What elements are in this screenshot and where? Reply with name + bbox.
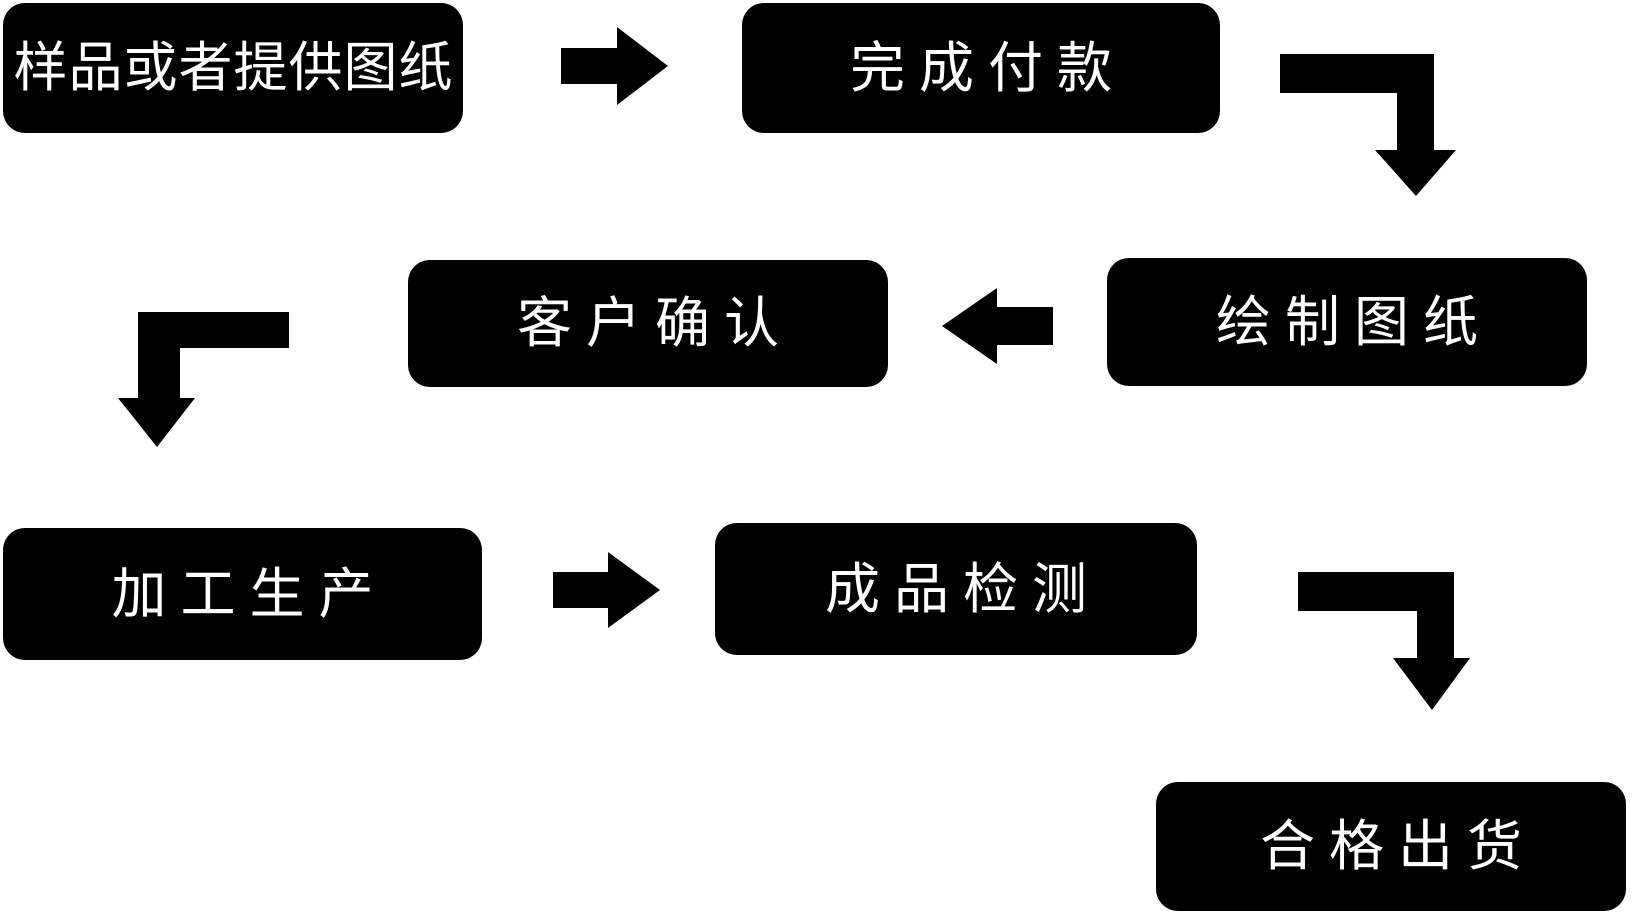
- flow-node-sample-or-provide-drawing: 样品或者提供图纸: [3, 3, 463, 133]
- flow-node-label: 样品或者提供图纸: [13, 38, 454, 98]
- flow-node-complete-payment: 完成付款: [742, 3, 1220, 133]
- flow-node-draw-drawings: 绘制图纸: [1107, 258, 1587, 386]
- flow-node-label: 合格出货: [1259, 815, 1536, 877]
- elbow-left-down-arrow-icon: [118, 312, 289, 447]
- flow-node-customer-confirmation: 客户确认: [408, 260, 888, 387]
- flow-node-finished-product-inspection: 成品检测: [715, 523, 1197, 655]
- flow-node-label: 成品检测: [824, 557, 1101, 620]
- flow-node-processing-production: 加工生产: [3, 528, 482, 660]
- left-arrow-icon: [942, 288, 1053, 364]
- flow-node-label: 客户确认: [516, 292, 793, 354]
- flow-node-label: 加工生产: [111, 562, 388, 625]
- right-arrow-icon: [553, 552, 660, 628]
- right-arrow-icon: [561, 27, 668, 105]
- elbow-right-down-arrow-icon: [1298, 572, 1470, 710]
- flow-node-label: 绘制图纸: [1215, 290, 1492, 353]
- elbow-right-down-arrow-icon: [1280, 54, 1456, 196]
- flow-node-label: 完成付款: [849, 36, 1126, 99]
- flow-node-qualified-shipment: 合格出货: [1156, 782, 1626, 911]
